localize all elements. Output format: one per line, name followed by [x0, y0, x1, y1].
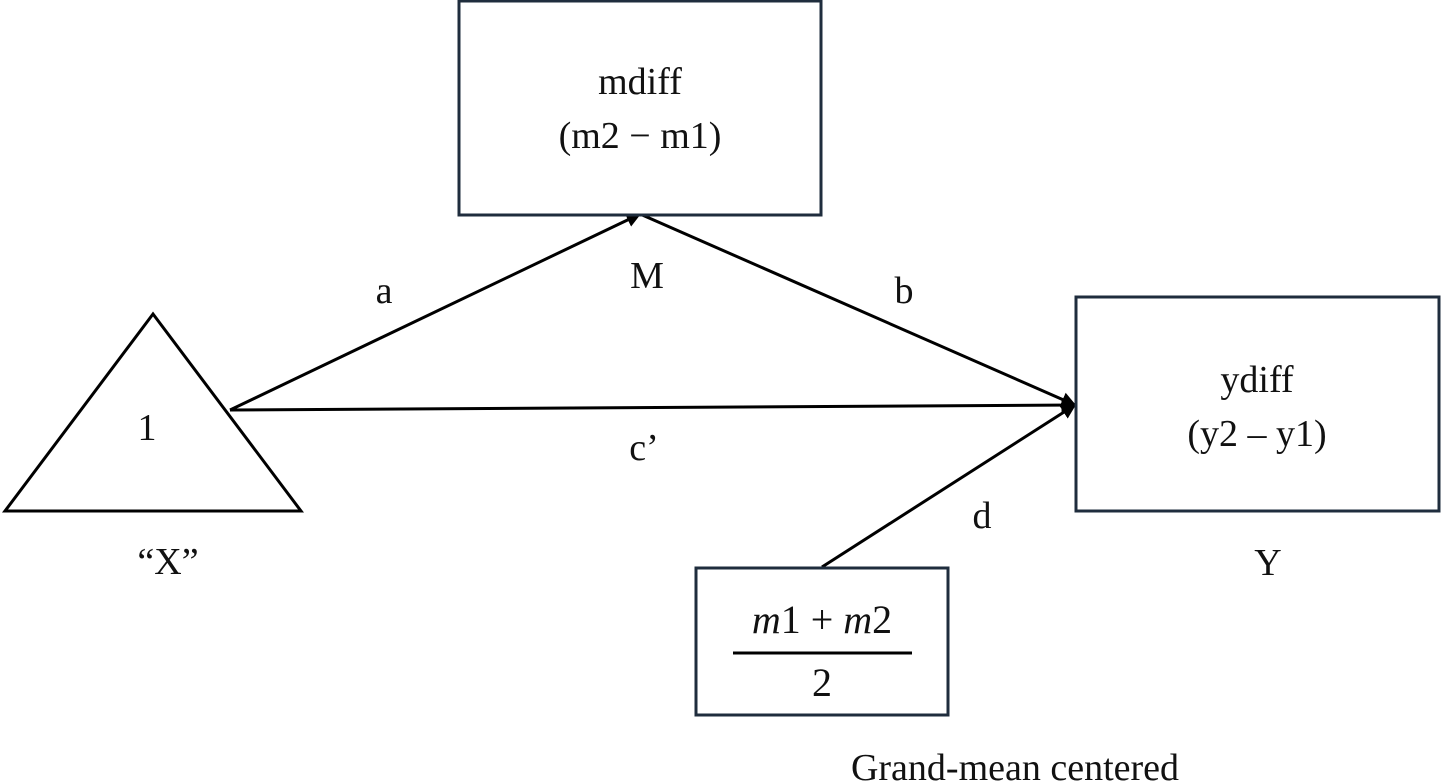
path-d-label: d [973, 495, 992, 537]
path-b-arrow [639, 212, 1077, 407]
covariate-numerator: m1 + m2 [752, 597, 892, 642]
covariate-box [694, 566, 950, 717]
covariate-caption: Grand-mean centered [851, 747, 1179, 783]
mediator-formula: (m2 − m1) [559, 115, 722, 157]
constant-caption: “X” [137, 541, 198, 583]
constant-value: 1 [138, 407, 157, 449]
path-c-prime-arrow [229, 397, 1077, 413]
covariate-denominator: 2 [812, 660, 832, 705]
path-c-prime-label: c’ [629, 427, 659, 469]
outcome-box [1074, 295, 1441, 513]
outcome-label: ydiff [1220, 359, 1294, 401]
outcome-formula: (y2 – y1) [1187, 413, 1326, 455]
mediator-box [457, 0, 823, 217]
outcome-caption: Y [1254, 542, 1281, 584]
path-b-label: b [895, 270, 914, 312]
path-a-label: a [376, 270, 393, 312]
path-a-arrow [229, 212, 642, 412]
mediator-label: mdiff [598, 61, 682, 103]
path-d-arrow [821, 403, 1077, 569]
numerator-var-1: m [752, 597, 781, 642]
numerator-plus: 1 + [781, 597, 844, 642]
numerator-var-2: m [843, 597, 872, 642]
numerator-index: 2 [872, 597, 892, 642]
constant-triangle [1, 311, 305, 513]
mediator-caption: M [630, 255, 664, 297]
